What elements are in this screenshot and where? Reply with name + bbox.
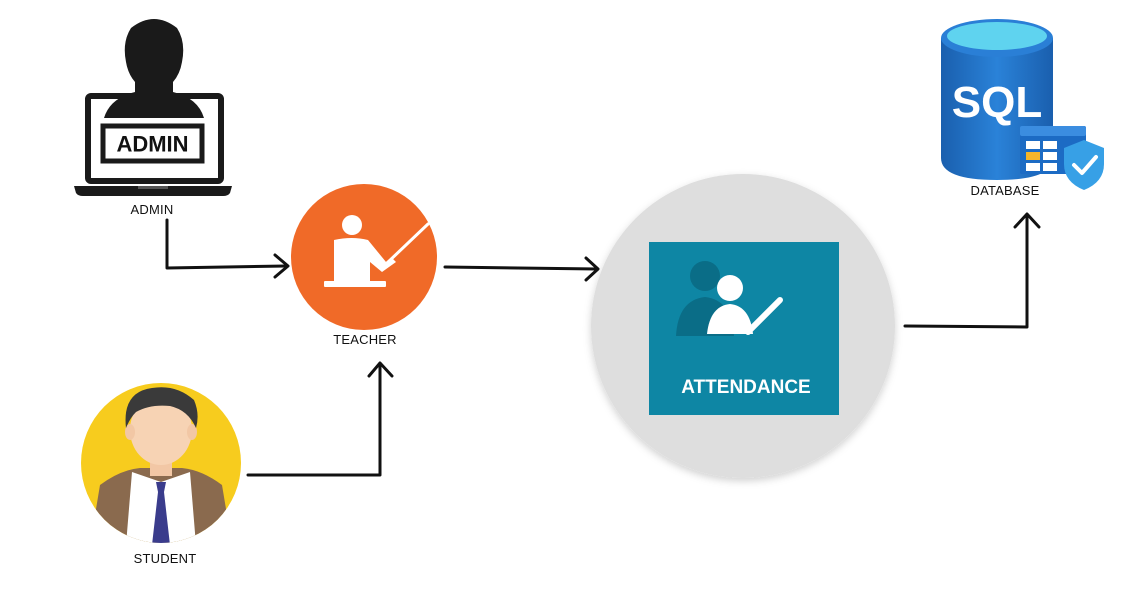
attendance-title: ATTENDANCE bbox=[681, 377, 810, 398]
edge-attendance-database bbox=[903, 212, 1041, 329]
edge-admin-teacher bbox=[165, 218, 290, 279]
admin-label: ADMIN bbox=[130, 202, 174, 217]
teacher-icon bbox=[291, 184, 437, 330]
admin-screen-text: ADMIN bbox=[116, 132, 188, 157]
sql-database-icon: SQL bbox=[941, 19, 1104, 190]
student-label: STUDENT bbox=[133, 551, 197, 566]
attendance-icon: ATTENDANCE bbox=[649, 242, 839, 415]
edge-teacher-attendance bbox=[443, 256, 600, 282]
admin-laptop-icon: ADMIN bbox=[74, 19, 232, 196]
edge-student-teacher bbox=[246, 361, 394, 477]
teacher-label: TEACHER bbox=[333, 332, 397, 347]
sql-text: SQL bbox=[952, 78, 1042, 127]
database-label: DATABASE bbox=[970, 183, 1040, 198]
student-avatar-icon bbox=[81, 383, 241, 543]
